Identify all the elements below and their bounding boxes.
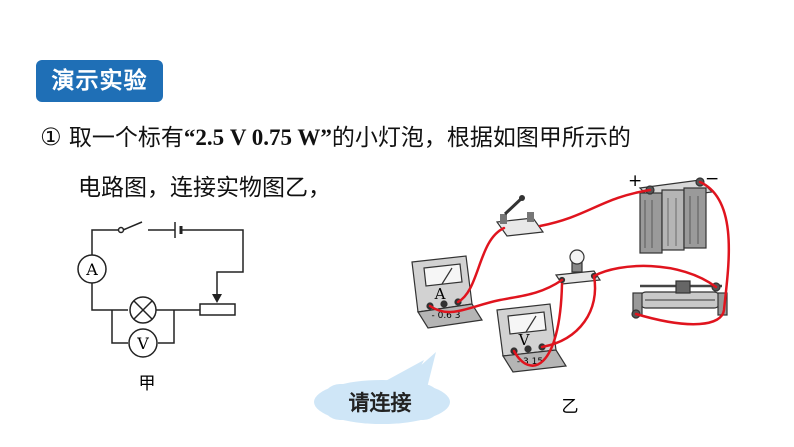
voltmeter-device-label: V xyxy=(518,331,531,349)
bulb-spec: “2.5 V 0.75 W” xyxy=(183,125,332,150)
ammeter-device xyxy=(411,255,483,329)
caption-jia: 甲 xyxy=(139,374,156,394)
battery-plus-sign: + xyxy=(628,171,642,191)
bubble-text: 请连接 xyxy=(349,391,412,415)
ammeter-symbol-label: A xyxy=(85,260,98,279)
switch-symbol xyxy=(122,221,143,231)
wire-voltmeter-bulb-2 xyxy=(540,274,597,349)
rheostat-symbol xyxy=(199,303,236,316)
battery-minus-sign: − xyxy=(705,169,719,189)
instruction-text-b: 的小灯泡，根据如图甲所示的 xyxy=(331,125,631,151)
wire-ammeter-switch xyxy=(456,226,506,304)
ammeter-terminals: - 0.6 3 xyxy=(431,311,460,321)
instruction-line-1: ① 取一个标有“2.5 V 0.75 W”的小灯泡，根据如图甲所示的 xyxy=(40,118,631,152)
wire-battery-rheostat xyxy=(634,180,731,326)
circuit-diagram-jia xyxy=(91,221,244,344)
ammeter-symbol xyxy=(77,254,107,284)
light-bulb xyxy=(554,249,602,285)
instruction-text-a: 取一个标有 xyxy=(61,125,184,151)
wire-voltmeter-bulb xyxy=(512,282,564,367)
knife-switch xyxy=(495,195,545,237)
ammeter-device-label: A xyxy=(434,285,446,303)
wire-switch-battery xyxy=(538,188,652,228)
step-number: ① xyxy=(40,123,62,151)
rheostat xyxy=(631,280,728,319)
battery-pack xyxy=(638,177,714,254)
section-badge: 演示实验 xyxy=(36,60,163,102)
wire-rheostat-bulb xyxy=(592,264,718,289)
red-wires xyxy=(428,180,731,367)
speech-bubble xyxy=(314,352,450,424)
instruction-line-2: 电路图，连接实物图乙， xyxy=(78,175,331,201)
voltmeter-symbol-label: V xyxy=(136,334,149,353)
caption-yi: 乙 xyxy=(562,397,579,417)
voltmeter-symbol xyxy=(128,328,158,358)
wire-bulb-ammeter xyxy=(428,278,564,314)
voltmeter-terminals: - 3 15 xyxy=(517,357,543,367)
